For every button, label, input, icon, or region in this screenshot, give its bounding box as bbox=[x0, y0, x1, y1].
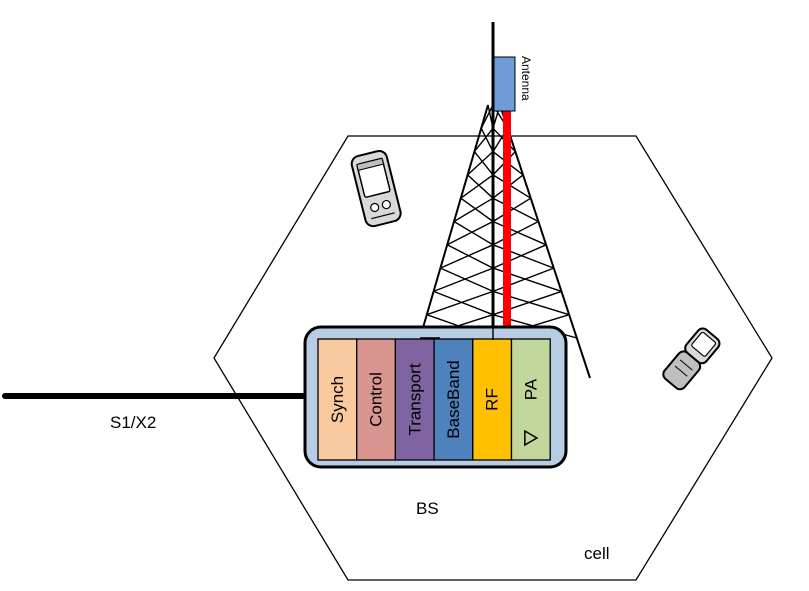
tower-brace bbox=[433, 290, 494, 316]
tower-brace bbox=[473, 151, 494, 176]
tower-brace bbox=[492, 220, 547, 246]
module-block bbox=[317, 338, 358, 461]
module-label: Transport bbox=[405, 363, 424, 435]
flip-phone-icon bbox=[662, 327, 721, 391]
tower-brace bbox=[467, 151, 494, 176]
tower-brace bbox=[492, 244, 547, 269]
tower-brace bbox=[446, 244, 494, 269]
tower-brace bbox=[426, 290, 494, 316]
antenna-label: Antenna bbox=[519, 56, 533, 101]
module-label: Synch bbox=[328, 376, 347, 423]
tower-base-lines bbox=[420, 326, 494, 340]
tower-brace bbox=[480, 127, 494, 152]
module-block bbox=[356, 338, 397, 461]
tower-brace bbox=[467, 174, 494, 199]
tower-brace bbox=[433, 267, 494, 293]
tower-brace bbox=[487, 104, 494, 129]
tower-brace bbox=[440, 267, 494, 293]
bs-label: BS bbox=[416, 499, 439, 518]
s1-x2-label: S1/X2 bbox=[110, 413, 156, 432]
pda-device-icon bbox=[350, 149, 402, 228]
feeder-cable bbox=[503, 110, 511, 332]
tower-brace bbox=[492, 197, 532, 223]
tower-brace bbox=[492, 220, 539, 246]
module-label: BaseBand bbox=[444, 360, 463, 438]
module-label: RF bbox=[483, 388, 502, 411]
tower-brace bbox=[460, 174, 494, 199]
tower-brace bbox=[480, 104, 494, 129]
module-label: PA bbox=[521, 378, 540, 400]
cell-label: cell bbox=[584, 544, 610, 563]
cell-hexagon bbox=[213, 135, 773, 581]
tower-brace bbox=[473, 127, 494, 153]
module-label: Control bbox=[367, 372, 386, 427]
tower-brace bbox=[453, 220, 494, 246]
tower-brace bbox=[453, 197, 494, 223]
bs-modules: Synch Control Transport BaseBand RF PA bbox=[317, 338, 551, 461]
tower-brace bbox=[440, 244, 494, 269]
tower-brace bbox=[460, 197, 494, 223]
triangle-down-icon bbox=[524, 429, 539, 447]
module-block bbox=[433, 338, 474, 461]
tower-brace bbox=[492, 197, 539, 223]
module-block bbox=[510, 338, 551, 461]
antenna-icon bbox=[493, 56, 516, 112]
tower-brace bbox=[492, 174, 532, 199]
tower-brace bbox=[446, 220, 494, 246]
